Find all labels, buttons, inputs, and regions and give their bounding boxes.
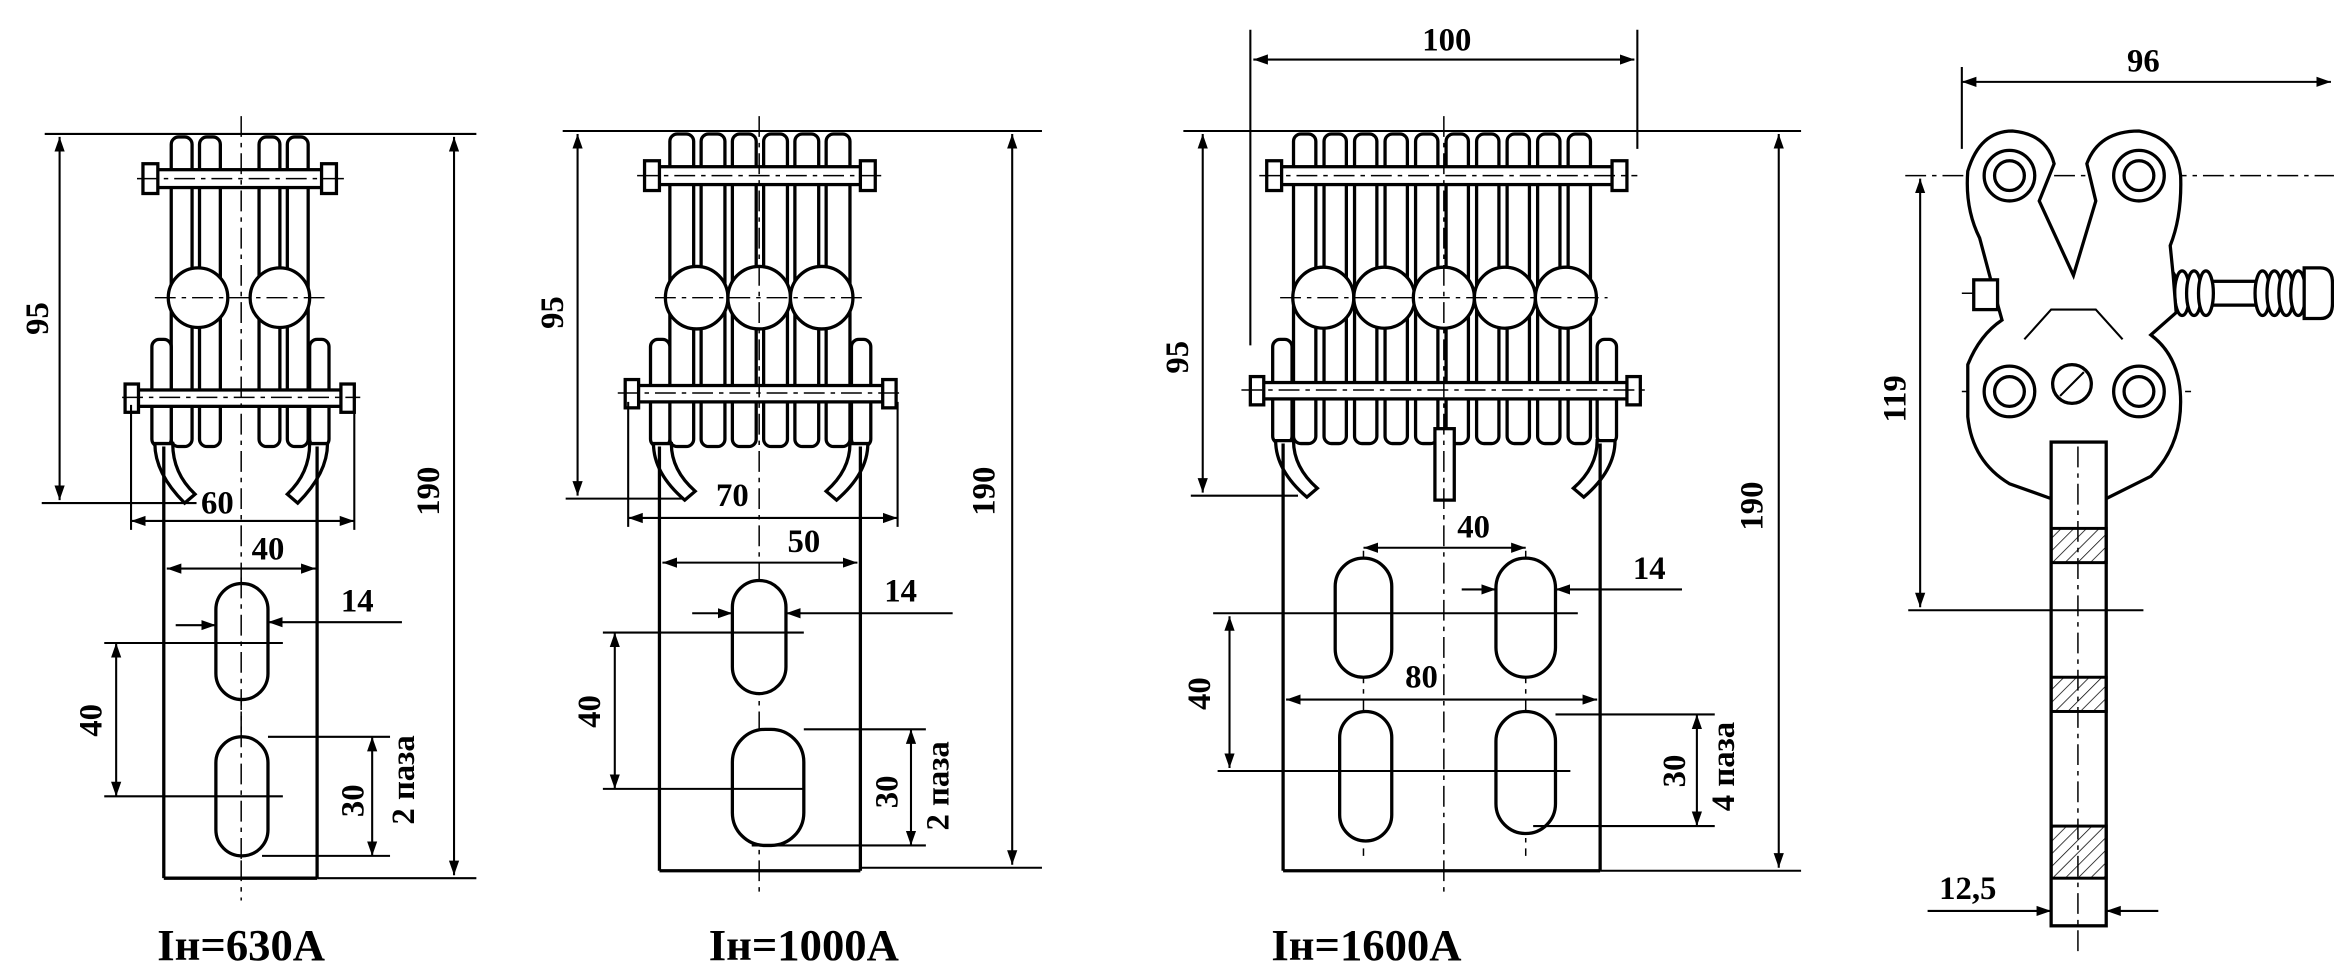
label-width: 96 xyxy=(2127,43,2160,79)
caption-1000a: Iн=1000A xyxy=(709,920,899,966)
dimension-contact-height: 95 xyxy=(20,136,65,501)
slot-lower xyxy=(730,727,806,848)
label-height: 119 xyxy=(1877,375,1913,422)
label-contact-height: 95 xyxy=(535,296,571,329)
center-lines xyxy=(122,116,361,901)
dimension-slot-width: 14 xyxy=(692,573,953,619)
dimension-outer-width: 70 xyxy=(627,401,899,527)
label-contact-height: 95 xyxy=(1160,341,1196,374)
extension-lines xyxy=(41,132,477,880)
dimension-overall-height: 190 xyxy=(966,133,1018,865)
label-outer-width: 70 xyxy=(716,478,749,514)
caption-1600a: Iн=1600A xyxy=(1271,920,1461,966)
contact-side-view-drawing: 96 119 12,5 xyxy=(1877,43,2334,953)
dimension-bar-thickness: 12,5 xyxy=(1927,871,2159,917)
dimension-contact-height: 95 xyxy=(535,133,583,496)
label-slot-pitch: 40 xyxy=(73,704,109,737)
label-overall-height: 190 xyxy=(966,467,1002,516)
dimension-width: 96 xyxy=(1960,43,2331,149)
label-slot-note: 2 паза xyxy=(386,735,422,824)
label-slot-note: 2 паза xyxy=(920,741,956,830)
dimension-slot-spacing: 40 xyxy=(1363,509,1526,553)
dimension-slot-width: 14 xyxy=(1461,551,1683,595)
contact-630a-drawing: 95 190 60 40 14 40 xyxy=(20,116,477,966)
label-slot-note: 4 паза xyxy=(1706,722,1742,811)
slot-upper-left xyxy=(1333,556,1394,679)
dimension-height: 119 xyxy=(1877,178,2144,612)
dimension-slot-length: 30 2 паза xyxy=(262,735,422,857)
dimension-overall-height: 190 xyxy=(1734,133,1784,868)
label-slot-span: 80 xyxy=(1405,660,1438,696)
contact-1000a-drawing: 95 190 70 50 14 40 xyxy=(535,116,1042,966)
label-top-width: 100 xyxy=(1422,23,1471,59)
slot-lower-right xyxy=(1494,709,1558,836)
label-bar-width: 40 xyxy=(252,532,285,568)
slot-upper xyxy=(214,581,270,702)
dimension-slot-pitch: 40 xyxy=(1182,612,1578,773)
slot-upper-right xyxy=(1494,556,1558,679)
label-slot-length: 30 xyxy=(1657,755,1693,788)
dimension-contact-height: 95 xyxy=(1160,133,1208,493)
label-bar-width: 50 xyxy=(787,524,820,560)
slot-upper xyxy=(730,578,788,696)
bus-bar xyxy=(1281,443,1602,873)
label-slot-width: 14 xyxy=(1633,551,1666,587)
label-overall-height: 190 xyxy=(1734,482,1770,531)
dimension-slot-pitch: 40 xyxy=(73,641,283,798)
dimension-bar-width: 40 xyxy=(166,532,316,574)
label-slot-pitch: 40 xyxy=(1182,677,1218,710)
label-contact-height: 95 xyxy=(20,302,56,335)
dimension-top-width: 100 xyxy=(1253,23,1635,65)
dimension-outer-width: 60 xyxy=(130,404,356,530)
label-slot-width: 14 xyxy=(341,584,374,620)
label-slot-length: 30 xyxy=(870,775,906,808)
dimension-slot-span: 80 xyxy=(1286,660,1598,705)
label-overall-height: 190 xyxy=(411,467,447,516)
extension-lines xyxy=(562,129,1042,869)
bus-bar-section xyxy=(2049,440,2108,953)
label-slot-pitch: 40 xyxy=(572,695,608,728)
pivot-holes xyxy=(1982,148,2166,419)
dimension-bar-width: 50 xyxy=(662,524,858,568)
dimension-slot-length: 30 2 паза xyxy=(751,728,956,847)
body-inner-edge xyxy=(2023,308,2124,341)
extension-lines xyxy=(1183,29,1802,872)
slot-lower-left xyxy=(1338,709,1394,843)
body-pin xyxy=(1972,278,2000,312)
dimension-slot-pitch: 40 xyxy=(572,631,804,790)
dimension-slot-length: 30 4 паза xyxy=(1533,713,1742,828)
contact-1600a-drawing: 100 95 190 40 14 80 40 xyxy=(1160,23,1802,966)
label-slot-spacing: 40 xyxy=(1457,509,1490,545)
dimension-slot-width: 14 xyxy=(175,584,402,631)
label-slot-length: 30 xyxy=(335,784,371,817)
label-slot-width: 14 xyxy=(884,573,917,609)
label-outer-width: 60 xyxy=(201,486,234,522)
label-bar-thickness: 12,5 xyxy=(1939,871,1996,907)
dimension-overall-height: 190 xyxy=(411,136,460,876)
caption-630a: Iн=630A xyxy=(157,920,325,966)
